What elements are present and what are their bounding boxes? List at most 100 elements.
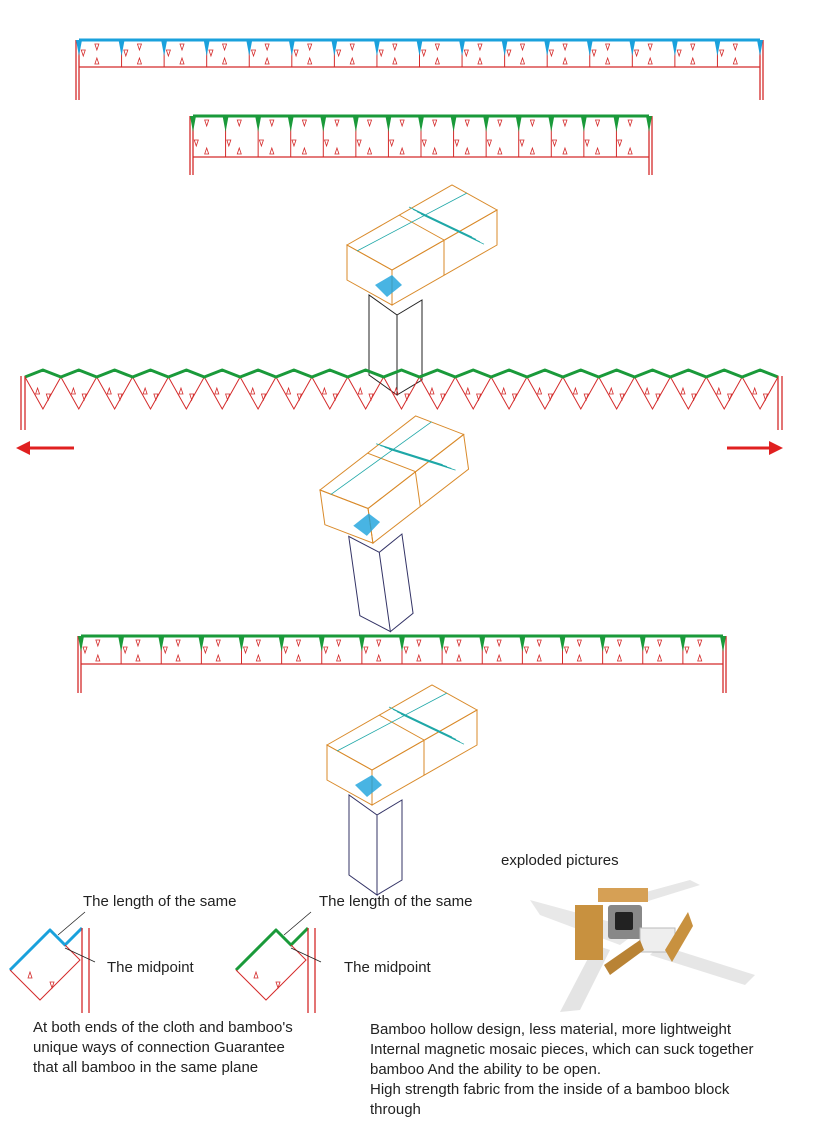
fabric-wedge — [483, 116, 490, 132]
tick-mark — [616, 653, 623, 662]
tick-mark — [94, 56, 100, 65]
fabric-wedge — [559, 636, 566, 652]
tick-mark — [562, 146, 568, 155]
tick-mark — [142, 386, 148, 395]
tick-mark — [82, 646, 88, 655]
bamboo-fold — [132, 376, 169, 411]
fabric-wedge — [671, 40, 678, 56]
tick-mark — [676, 49, 682, 58]
tick-mark — [691, 393, 697, 402]
tick-mark — [323, 646, 329, 655]
tick-mark — [255, 653, 261, 662]
tick-mark — [95, 653, 101, 662]
fabric-wedge — [416, 40, 423, 56]
tick-mark — [222, 56, 228, 65]
fabric-wedge — [639, 636, 646, 652]
tick-mark — [536, 386, 543, 395]
tick-mark — [179, 56, 185, 65]
bamboo-fold — [634, 376, 671, 411]
caption-right-line: bamboo And the ability to be open. — [370, 1061, 602, 1078]
fabric-wedge — [158, 636, 165, 652]
tick-mark — [135, 639, 141, 648]
fabric-wedge — [418, 116, 424, 132]
fabric-wedge — [613, 116, 620, 132]
block-group — [318, 415, 470, 633]
stand-side — [396, 299, 423, 396]
tick-mark — [486, 139, 492, 148]
tick-mark — [454, 139, 460, 148]
fabric-wedge — [118, 636, 125, 652]
fabric-stripe — [388, 706, 453, 738]
fabric-wedge — [278, 636, 285, 652]
stretch-arrows — [16, 441, 783, 455]
tick-mark — [295, 653, 302, 662]
fabric-wedge — [646, 116, 652, 132]
fabric-wedge — [757, 40, 763, 56]
tick-mark — [536, 653, 542, 662]
tick-mark — [366, 119, 373, 128]
fabric-wedge — [358, 636, 365, 652]
bamboo-piece — [665, 912, 693, 962]
tick-mark — [189, 393, 195, 402]
tick-mark — [536, 639, 542, 648]
tick-mark — [690, 56, 696, 65]
tick-mark — [222, 43, 228, 52]
tick-mark — [496, 639, 502, 648]
tick-mark — [336, 639, 342, 648]
tick-mark — [301, 146, 307, 155]
tick-mark — [49, 981, 55, 990]
tick-mark — [202, 646, 208, 655]
tick-mark — [208, 49, 214, 58]
bamboo-fold — [418, 376, 456, 411]
fabric-wedge — [399, 636, 405, 652]
tick-mark — [443, 646, 449, 655]
midpoint-label-left: The midpoint — [107, 959, 194, 976]
tick-mark — [236, 146, 242, 155]
joint-wedge — [375, 275, 402, 297]
tick-mark — [356, 139, 362, 148]
tick-mark — [264, 43, 270, 52]
tick-mark — [421, 139, 427, 148]
tick-mark — [269, 119, 275, 128]
tick-mark — [193, 139, 199, 148]
tick-mark — [321, 386, 327, 395]
tick-mark — [690, 43, 696, 52]
tick-mark — [511, 393, 518, 402]
tick-mark — [307, 43, 313, 52]
fabric-wedge — [544, 40, 551, 56]
tick-mark — [634, 49, 640, 58]
tick-mark — [697, 653, 703, 662]
bamboo-piece — [575, 905, 603, 960]
fabric-wedge — [288, 40, 295, 56]
caption-right-line: Internal magnetic mosaic pieces, which c… — [370, 1041, 754, 1058]
tick-mark — [123, 49, 129, 58]
bamboo-fold — [562, 376, 600, 411]
tick-mark — [165, 49, 171, 58]
tick-mark — [162, 646, 168, 655]
tick-mark — [334, 119, 340, 128]
tick-mark — [94, 43, 100, 52]
tick-mark — [465, 386, 471, 395]
tick-mark — [496, 653, 502, 662]
tick-mark — [591, 49, 597, 58]
fabric-wedge — [679, 636, 686, 652]
bamboo-outline — [235, 944, 307, 1001]
leader-line — [64, 947, 96, 963]
tick-mark — [336, 653, 342, 662]
tick-mark — [684, 646, 690, 655]
fabric-wedge — [373, 40, 380, 56]
fabric-wedge — [515, 116, 522, 132]
bamboo-piece — [598, 888, 648, 902]
caption-left-line: At both ends of the cloth and bamboo's — [33, 1019, 293, 1036]
tick-mark — [497, 146, 503, 155]
bamboo-piece — [604, 940, 644, 975]
bamboo-fold — [454, 376, 492, 411]
tick-mark — [657, 653, 663, 662]
fabric-wedge — [198, 636, 205, 652]
caption-left-line: that all bamboo in the same plane — [33, 1059, 259, 1076]
fabric-stripe — [412, 209, 477, 240]
tick-mark — [80, 49, 86, 58]
tick-mark — [404, 393, 410, 402]
tick-mark — [647, 43, 653, 52]
